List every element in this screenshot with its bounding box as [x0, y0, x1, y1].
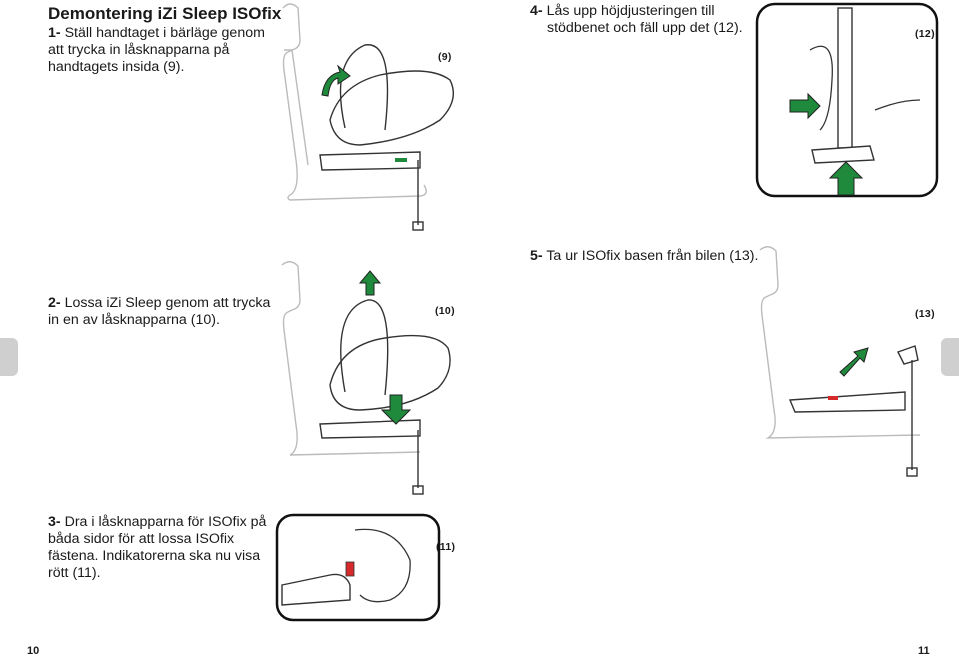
isofix-indicator-red — [346, 562, 354, 576]
figure-13-illustration — [760, 247, 920, 476]
right-arrow-icon — [790, 94, 820, 118]
diagonal-arrow-icon — [840, 348, 868, 376]
isofix-base — [790, 392, 905, 412]
isofix-arm — [282, 574, 350, 605]
up-arrow-icon — [360, 271, 380, 295]
hand-outline — [355, 529, 410, 601]
car-seat-outline — [760, 247, 920, 438]
hand-outline — [810, 46, 920, 130]
isofix-indicator-red — [828, 396, 838, 400]
leg-bracket — [898, 346, 918, 364]
figure-9-illustration — [283, 4, 453, 230]
seat-back — [284, 50, 308, 165]
down-arrow-icon — [382, 395, 410, 424]
up-arrow-icon — [830, 162, 862, 195]
rotate-arrow-icon — [322, 66, 350, 96]
figure-12-illustration — [757, 4, 937, 196]
carrier-handle — [341, 300, 388, 395]
isofix-base — [320, 420, 420, 438]
support-leg-tube — [838, 8, 852, 148]
isofix-indicator-green — [395, 158, 407, 162]
figure-11-illustration — [277, 515, 439, 620]
support-leg-foot-plate — [812, 146, 874, 163]
car-seat-outline — [283, 4, 426, 200]
carrier-handle — [341, 45, 388, 130]
car-seat-outline — [282, 262, 420, 455]
infant-carrier-shell — [330, 71, 453, 145]
figure-10-illustration — [282, 262, 450, 494]
